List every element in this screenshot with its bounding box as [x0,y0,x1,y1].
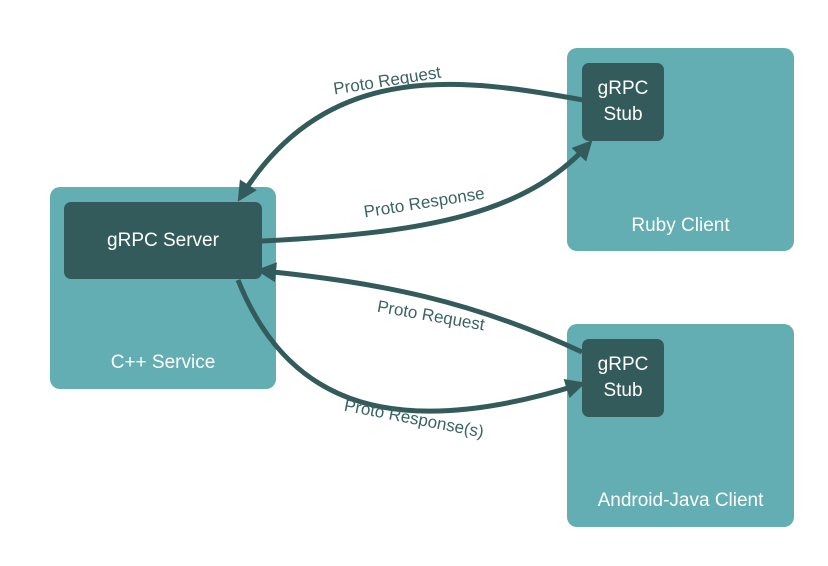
ruby-request-arrow [237,81,584,202]
android-client-label: Android-Java Client [597,490,764,511]
android-grpc-stub-box: gRPC Stub [582,339,664,417]
android-response-arrow [235,279,586,414]
ruby-client-box: gRPC Stub Ruby Client [567,48,794,251]
android-client-box: gRPC Stub Android-Java Client [567,324,794,527]
android-request-label: Proto Request [376,297,487,335]
cpp-service-box: gRPC Server C++ Service [50,187,276,389]
android-response-label: Proto Response(s) [343,396,486,442]
ruby-grpc-stub-box: gRPC Stub [582,63,664,141]
ruby-stub-line2: Stub [603,104,643,125]
ruby-stub-line1: gRPC [597,78,649,99]
android-stub-line2: Stub [603,380,643,401]
grpc-server-label: gRPC Server [107,229,219,251]
cpp-service-label: C++ Service [110,352,216,373]
ruby-client-label: Ruby Client [631,215,730,236]
ruby-request-label: Proto Request [332,63,443,99]
ruby-response-arrow [261,140,593,244]
grpc-server-box: gRPC Server [64,202,262,279]
android-stub-line1: gRPC [597,354,649,375]
android-request-arrow [256,262,584,355]
